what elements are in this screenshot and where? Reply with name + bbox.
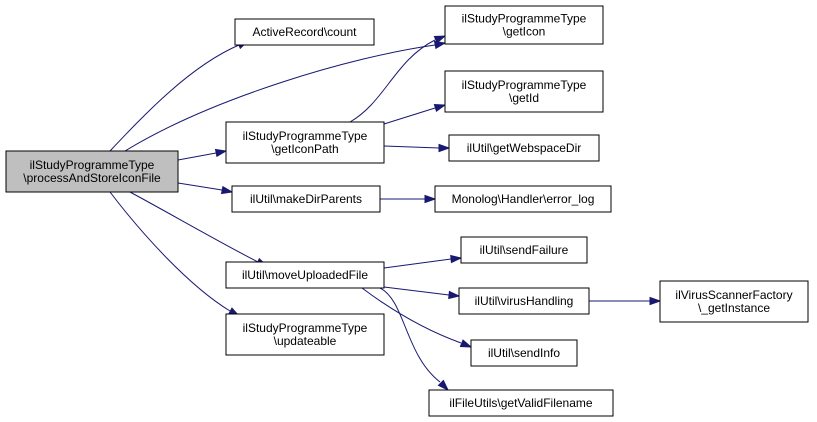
node-get-webspace-dir[interactable]: ilUtil\getWebspaceDir: [448, 134, 600, 162]
node-send-failure[interactable]: ilUtil\sendFailure: [460, 236, 588, 264]
edge-virus_handling-to-get_instance: [589, 296, 662, 306]
node-label: \getIconPath: [271, 142, 338, 156]
node-label: \processAndStoreIconFile: [23, 171, 161, 185]
edge-line: [109, 191, 231, 312]
call-edges: [109, 35, 662, 392]
arrowhead-icon: [433, 35, 447, 44]
arrowhead-icon: [459, 339, 473, 348]
node-box: [470, 339, 578, 367]
arrowhead-icon: [214, 148, 228, 158]
node-box: [448, 134, 600, 162]
node-box: [460, 236, 588, 264]
node-get-icon[interactable]: ilStudyProgrammeType\getIcon: [444, 5, 604, 45]
call-nodes: ilStudyProgrammeType\processAndStoreIcon…: [5, 5, 809, 417]
edge-root-to-make_dir_parents: [177, 182, 234, 195]
node-box: [444, 5, 604, 45]
node-root[interactable]: ilStudyProgrammeType\processAndStoreIcon…: [5, 150, 179, 193]
edge-move_uploaded_file-to-send_info: [361, 287, 473, 348]
edge-move_uploaded_file-to-virus_handling: [383, 286, 461, 300]
node-box: [458, 287, 590, 315]
node-box: [659, 280, 809, 323]
node-box: [5, 150, 179, 193]
node-label: ilUtil\sendFailure: [480, 243, 569, 257]
edge-get_icon_path-to-get_icon: [349, 35, 447, 123]
node-label: \_getInstance: [698, 301, 770, 315]
node-label: ilStudyProgrammeType: [462, 78, 587, 92]
arrowhead-icon: [438, 143, 451, 153]
edge-line: [379, 287, 441, 383]
edge-line: [124, 44, 436, 152]
node-label: \getIcon: [503, 25, 546, 39]
node-label: ilUtil\makeDirParents: [250, 192, 362, 206]
edge-line: [177, 182, 223, 191]
node-label: Monolog\Handler\error_log: [452, 192, 595, 206]
node-box: [434, 185, 612, 213]
arrowhead-icon: [450, 254, 463, 264]
arrowhead-icon: [220, 185, 234, 195]
edge-line: [383, 107, 436, 125]
node-label: ilUtil\sendInfo: [488, 346, 560, 360]
node-label: ilUtil\getWebspaceDir: [467, 141, 582, 155]
edge-line: [383, 258, 452, 269]
edge-line: [177, 152, 217, 161]
node-box: [231, 185, 381, 213]
node-get-instance[interactable]: ilVirusScannerFactory\_getInstance: [659, 280, 809, 323]
node-get-id[interactable]: ilStudyProgrammeType\getId: [444, 70, 604, 113]
node-box: [225, 121, 385, 164]
edge-line: [129, 191, 259, 263]
edge-get_icon_path-to-get_id: [383, 103, 447, 125]
node-ar-count[interactable]: ActiveRecord\count: [234, 18, 375, 46]
node-label: \updateable: [274, 334, 337, 348]
node-label: ilStudyProgrammeType: [30, 158, 155, 172]
arrowhead-icon: [433, 40, 447, 50]
node-label: ilUtil\moveUploadedFile: [242, 268, 368, 282]
node-virus-handling[interactable]: ilUtil\virusHandling: [458, 287, 590, 315]
node-box: [428, 389, 614, 417]
arrowhead-icon: [424, 194, 437, 204]
node-error-log[interactable]: Monolog\Handler\error_log: [434, 185, 612, 213]
edge-line: [109, 44, 240, 152]
node-label: ilVirusScannerFactory: [675, 288, 792, 302]
node-label: ActiveRecord\count: [252, 25, 357, 39]
edge-root-to-updateable: [109, 191, 241, 317]
edge-line: [383, 286, 450, 296]
node-make-dir-parents[interactable]: ilUtil\makeDirParents: [231, 185, 381, 213]
node-get-valid-filename[interactable]: ilFileUtils\getValidFilename: [428, 389, 614, 417]
node-label: ilStudyProgrammeType: [462, 12, 587, 26]
node-label: \getId: [509, 91, 539, 105]
edge-make_dir_parents-to-error_log: [380, 194, 437, 204]
node-box: [225, 313, 385, 356]
edge-line: [383, 145, 440, 149]
edge-line: [349, 39, 436, 123]
arrowhead-icon: [433, 103, 447, 113]
edge-move_uploaded_file-to-get_valid_filename: [379, 287, 450, 392]
node-box: [234, 18, 375, 46]
node-label: ilStudyProgrammeType: [243, 321, 368, 335]
arrowhead-icon: [649, 296, 662, 306]
edge-line: [361, 287, 462, 344]
node-label: ilStudyProgrammeType: [243, 129, 368, 143]
node-get-icon-path[interactable]: ilStudyProgrammeType\getIconPath: [225, 121, 385, 164]
arrowhead-icon: [437, 379, 450, 392]
edge-move_uploaded_file-to-send_failure: [383, 254, 463, 269]
node-label: ilFileUtils\getValidFilename: [449, 396, 592, 410]
node-updateable[interactable]: ilStudyProgrammeType\updateable: [225, 313, 385, 356]
node-label: ilUtil\virusHandling: [475, 294, 574, 308]
node-box: [225, 261, 385, 289]
arrowhead-icon: [448, 290, 461, 300]
edge-root-to-get_icon_path: [177, 148, 228, 161]
node-box: [444, 70, 604, 113]
node-move-uploaded-file[interactable]: ilUtil\moveUploadedFile: [225, 261, 385, 289]
edge-get_icon_path-to-get_webspace_dir: [383, 143, 451, 153]
node-send-info[interactable]: ilUtil\sendInfo: [470, 339, 578, 367]
